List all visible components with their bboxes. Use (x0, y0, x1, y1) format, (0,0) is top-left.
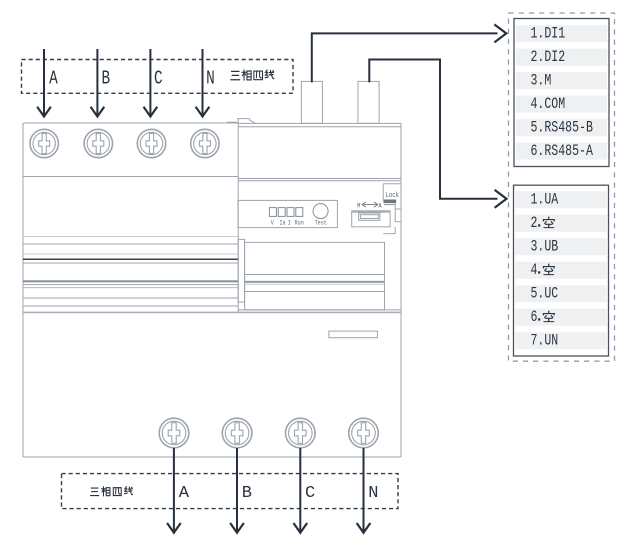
svg-text:5.UC: 5.UC (531, 286, 559, 303)
svg-text:2.DI2: 2.DI2 (531, 50, 566, 67)
svg-text:6.RS485-A: 6.RS485-A (531, 144, 594, 161)
svg-text:3.M: 3.M (531, 73, 552, 90)
svg-text:1.DI1: 1.DI1 (531, 26, 566, 43)
svg-text:3.UB: 3.UB (531, 239, 559, 256)
svg-text:A: A (49, 69, 58, 91)
svg-text:I: I (288, 219, 291, 227)
svg-text:A: A (179, 484, 190, 503)
svg-text:A: A (378, 202, 382, 210)
svg-text:B: B (101, 69, 110, 91)
svg-text:1.UA: 1.UA (531, 192, 559, 209)
svg-text:7.UN: 7.UN (531, 333, 559, 350)
svg-text:B: B (242, 484, 252, 503)
svg-text:Lock: Lock (386, 191, 400, 199)
svg-text:V: V (271, 219, 275, 227)
svg-text:C: C (154, 69, 163, 91)
svg-text:N: N (206, 69, 215, 91)
svg-text:4: 4 (531, 263, 538, 280)
svg-text:N: N (368, 484, 378, 503)
svg-text:5.RS485-B: 5.RS485-B (531, 120, 593, 137)
svg-text:4.COM: 4.COM (531, 97, 566, 114)
svg-text:Test: Test (315, 219, 327, 227)
svg-text:Run: Run (295, 219, 304, 227)
svg-text:M: M (357, 202, 361, 210)
svg-text:6: 6 (531, 310, 538, 327)
svg-text:Ia: Ia (279, 219, 286, 227)
svg-text:2: 2 (531, 216, 538, 233)
svg-text:C: C (305, 484, 315, 503)
